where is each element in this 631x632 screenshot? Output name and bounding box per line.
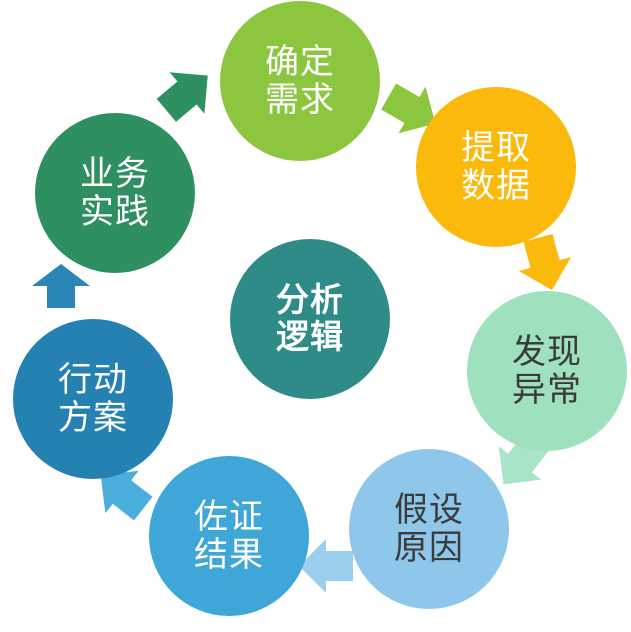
node-label-line2: 实践 (80, 192, 150, 232)
node-extract-data: 提取 数据 (416, 87, 576, 247)
center-label-line1: 分析 (276, 280, 344, 320)
node-label-line2: 异常 (512, 370, 582, 410)
arrow-confirm-to-extract (381, 83, 436, 134)
arrow-verify-to-action (100, 470, 153, 521)
node-verify-result: 佐证 结果 (149, 456, 309, 616)
node-label-line1: 提取 (461, 127, 531, 168)
node-label-line1: 业务 (80, 153, 150, 194)
node-hypothesize-cause: 假设 原因 (349, 449, 509, 609)
node-find-anomaly: 发现 异常 (467, 291, 627, 451)
node-label-line2: 方案 (58, 398, 128, 438)
node-label-line2: 结果 (194, 535, 264, 575)
node-label-line1: 行动 (58, 359, 128, 400)
node-label-line1: 发现 (512, 331, 582, 372)
arrow-hypothesis-to-verify (299, 539, 353, 593)
node-label-line2: 数据 (461, 166, 531, 206)
arrow-extract-to-anomaly (518, 234, 572, 291)
node-label-line2: 原因 (394, 528, 464, 568)
arrow-action-to-practice (32, 264, 90, 308)
node-label-line1: 佐证 (194, 496, 264, 537)
node-business-practice: 业务 实践 (35, 113, 195, 273)
node-label-line1: 确定 (265, 41, 335, 82)
node-confirm-requirements: 确定 需求 (220, 1, 380, 161)
node-label-line2: 需求 (265, 80, 335, 120)
center-node-analysis-logic: 分析 逻辑 (230, 239, 390, 399)
arrow-practice-to-confirm (156, 72, 208, 122)
node-action-plan: 行动 方案 (13, 319, 173, 479)
center-label-line2: 逻辑 (276, 317, 344, 356)
node-label-line1: 假设 (394, 489, 464, 530)
